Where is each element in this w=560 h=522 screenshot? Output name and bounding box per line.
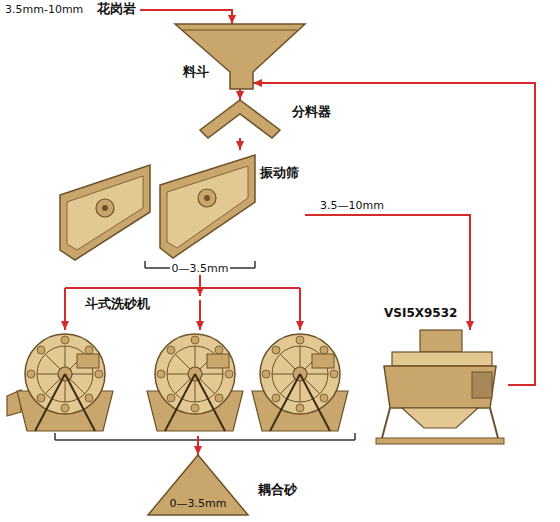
sand-washer-group: 斗式洗砂机 [5,296,360,436]
washer-bracket [55,433,355,440]
material-name: 花岗岩 [97,1,136,17]
vsi-crusher: VSI5X9532 [372,330,508,446]
screen-label: 振动筛 [260,165,299,181]
flow-arrow [197,436,199,455]
sand-washer-group-outline [5,296,360,436]
pile-size: 0—3.5mm [170,497,227,510]
flow-arrow [239,138,241,150]
feed-material: 3.5mm-10mm 花岗岩 [2,0,140,20]
hopper: 料斗 [175,24,305,89]
edge-label: 3.5—10mm [318,199,386,212]
vsi-crusher-outline [372,330,508,446]
distributor: 分料器 [200,100,350,138]
edge-label: 0—3.5mm [170,262,231,275]
sand-pile: 0—3.5mm 耦合砂 [148,455,333,517]
distributor-label: 分料器 [292,104,331,120]
washer-label: 斗式洗砂机 [85,296,150,312]
vibrating-screen: 振动筛 [55,150,305,262]
feed-split-lines [65,288,300,330]
flow-arrow [239,89,241,100]
hopper-label: 料斗 [183,64,209,80]
size-range: 3.5mm-10mm [5,3,83,16]
product-name: 耦合砂 [258,482,297,498]
flow-arrow [305,215,470,330]
hopper-outline [175,24,305,89]
flow-arrow [140,10,232,24]
machine-model: VSI5X9532 [384,306,457,320]
